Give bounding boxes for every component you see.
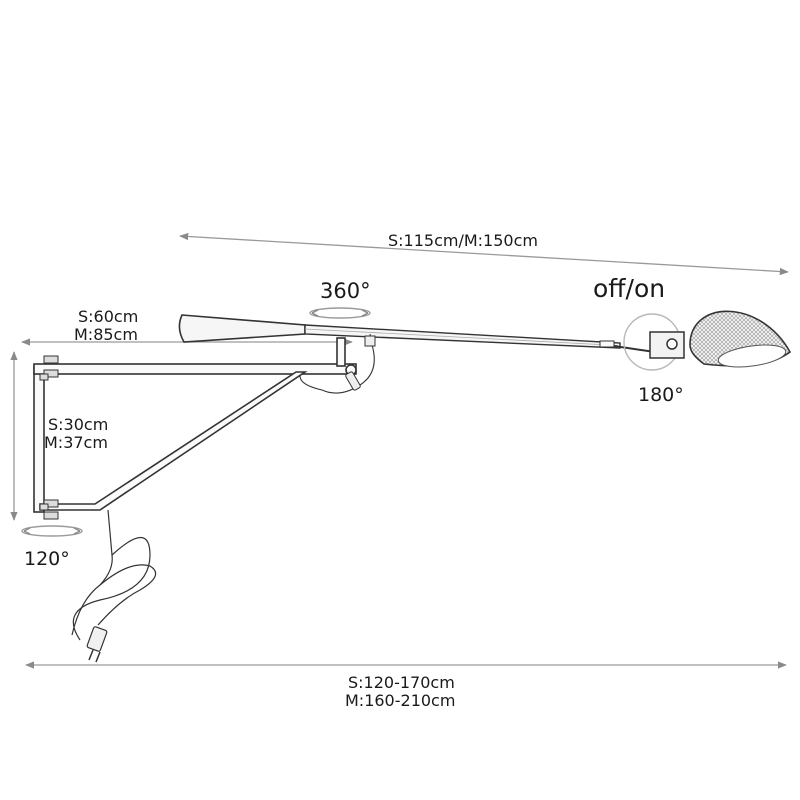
bracket-top-bar — [33, 363, 357, 375]
swivel-post — [336, 337, 346, 367]
power-cable — [71, 509, 157, 641]
bracket-arm-small-label: S:60cm — [78, 307, 138, 326]
overall-arm-dimension-line — [179, 232, 789, 276]
arm-joint — [599, 340, 615, 348]
total-span-medium-label: M:160-210cm — [345, 691, 455, 710]
wall-rotation-indicator — [21, 525, 83, 537]
bracket-height-medium-label: M:37cm — [44, 433, 108, 452]
shade-opening — [717, 344, 787, 368]
bracket-hardware — [39, 355, 59, 520]
shade-connector — [613, 345, 656, 353]
total-span-small-label: S:120-170cm — [348, 673, 455, 692]
shade-tilt-label: 180° — [638, 384, 684, 406]
power-plug — [86, 626, 108, 663]
arm-rod-highlight — [304, 328, 619, 346]
wall-plate — [33, 365, 45, 513]
cord-clip — [364, 335, 376, 347]
bracket-arm-medium-label: M:85cm — [74, 325, 138, 344]
shade-pivot-knob — [666, 338, 678, 350]
overall-arm-length-label: S:115cm/M:150cm — [388, 231, 538, 250]
wall-pivot-label: 120° — [24, 548, 70, 570]
counterweight — [178, 314, 306, 343]
inline-switch — [345, 371, 361, 391]
arm-rotation-indicator — [309, 307, 371, 319]
lamp-shade — [623, 310, 792, 371]
switch-cord — [299, 333, 375, 394]
arm-swivel-label: 360° — [320, 279, 371, 303]
bracket-height-small-label: S:30cm — [48, 415, 108, 434]
lamp-arm — [178, 314, 656, 353]
switch-label: off/on — [593, 274, 665, 303]
arm-rod — [304, 324, 621, 349]
